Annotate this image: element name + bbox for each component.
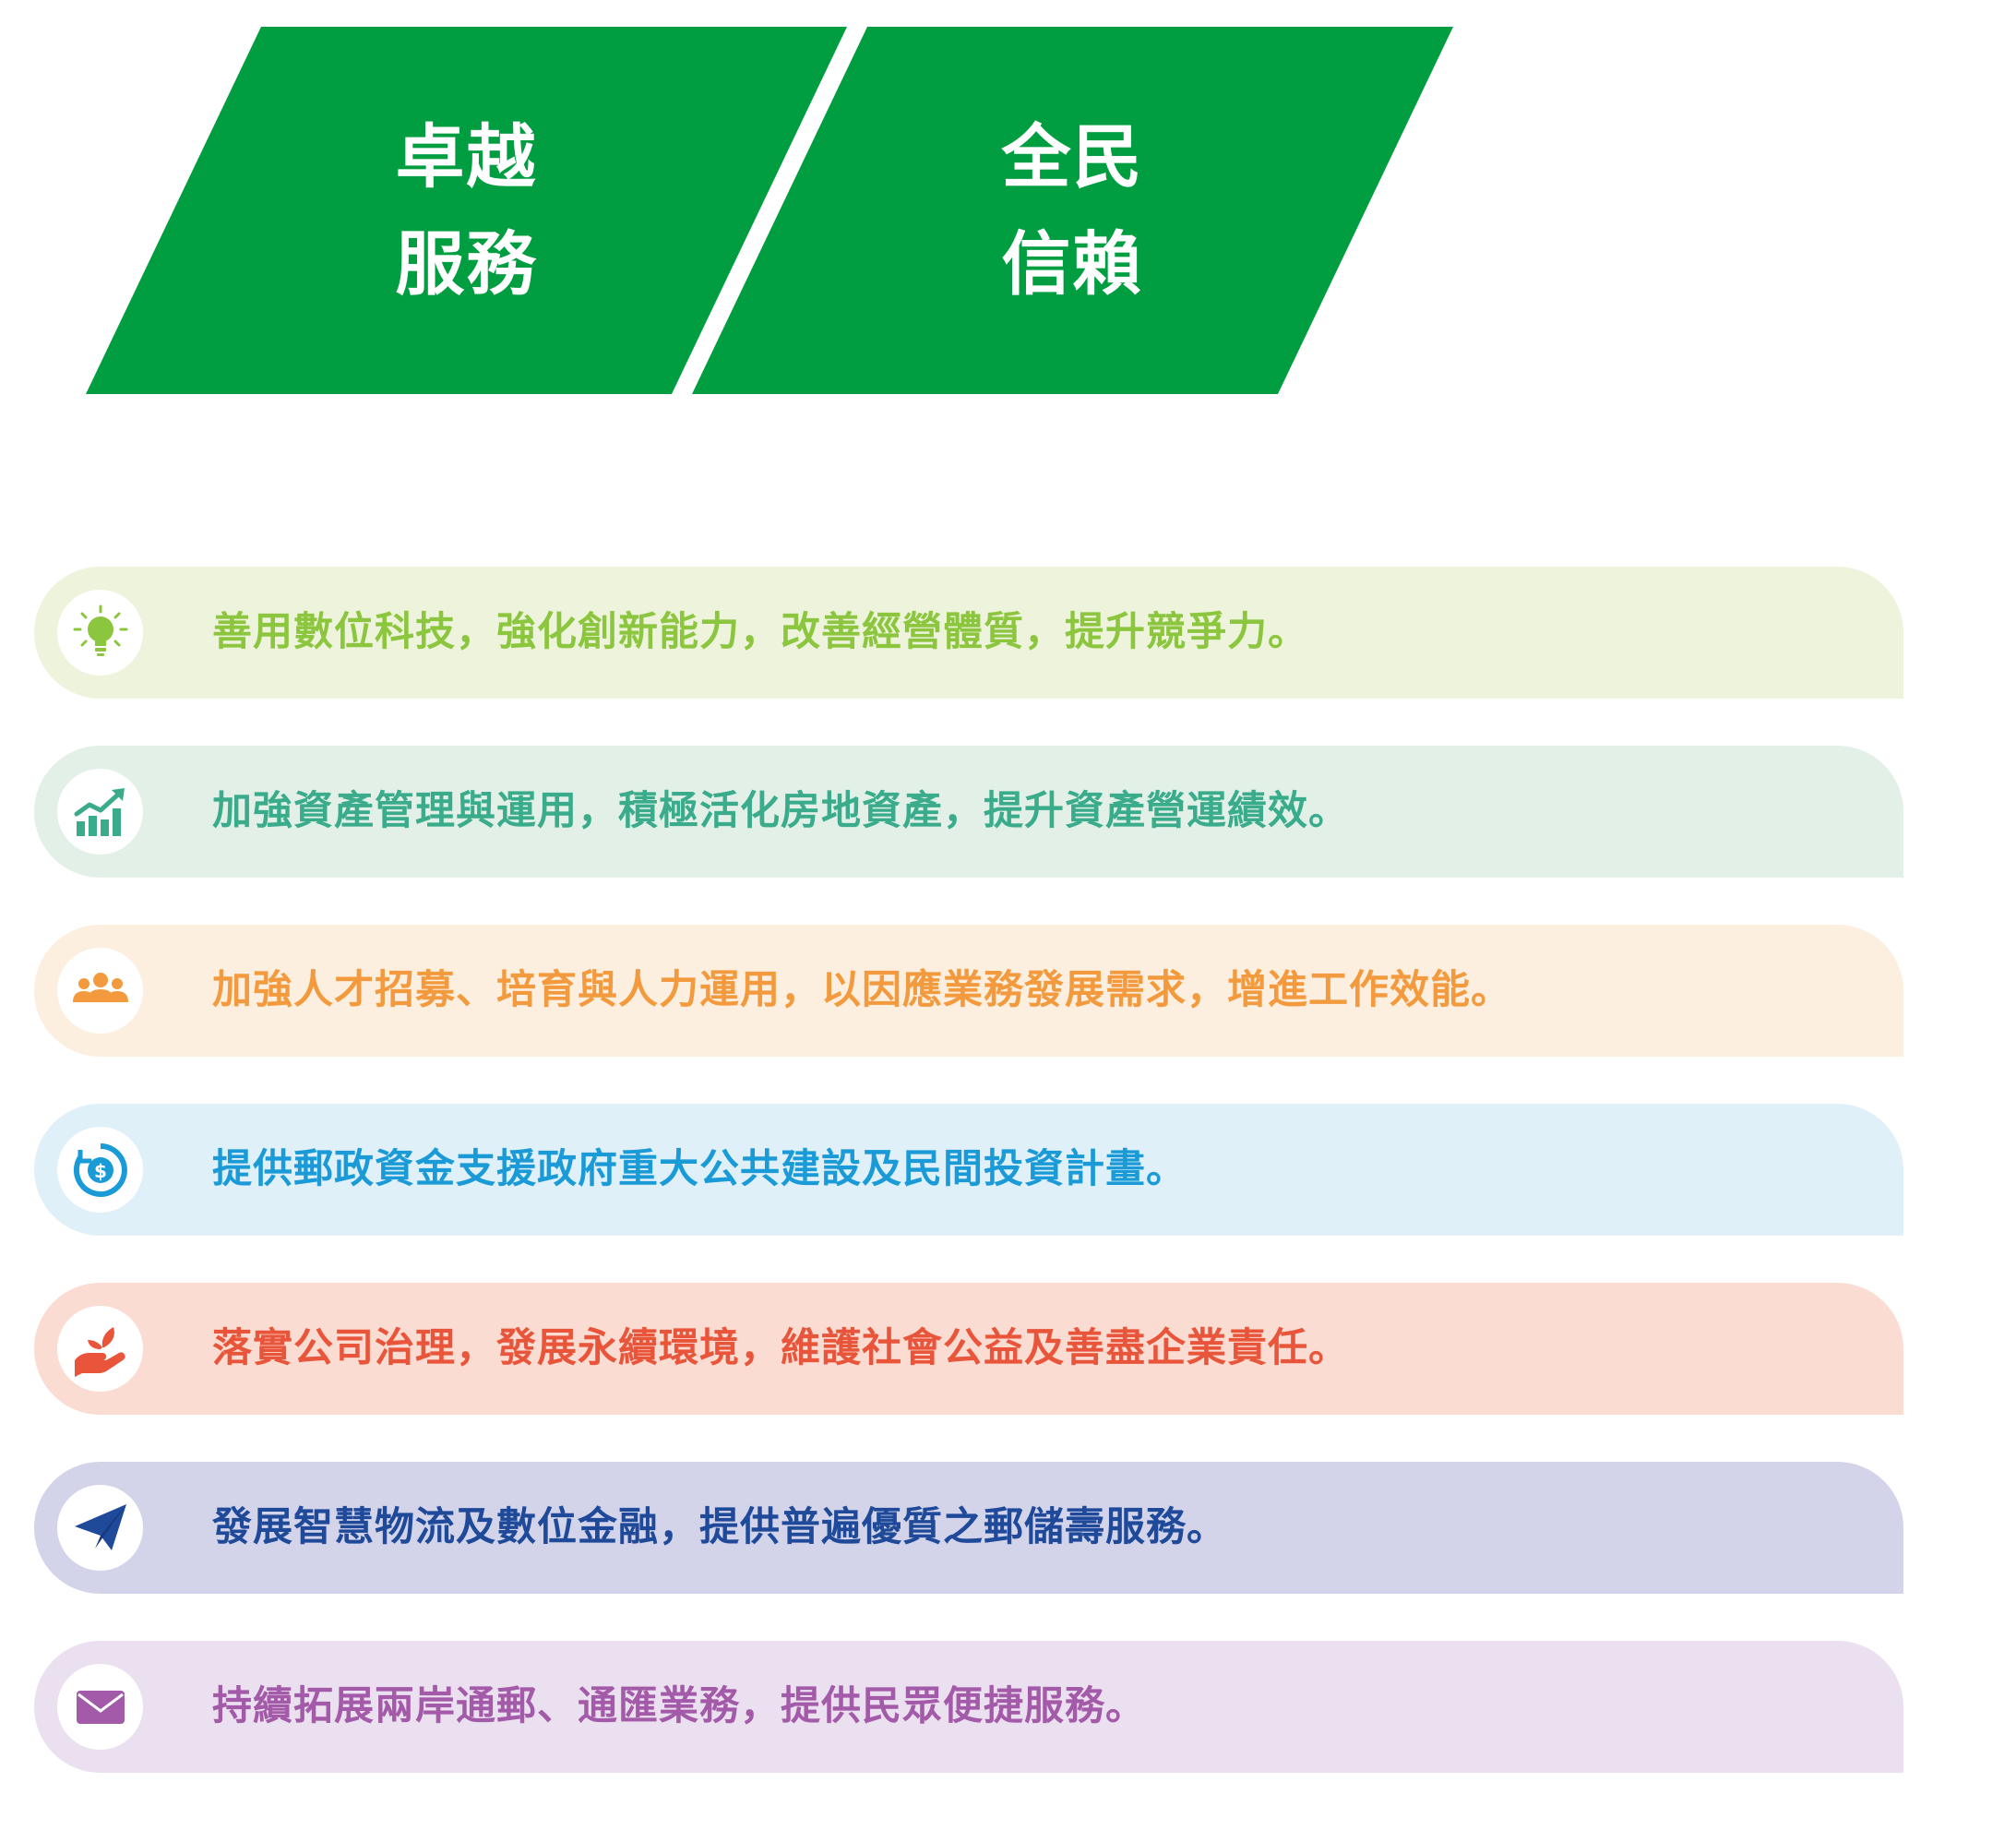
mission-text: 持續拓展兩岸通郵、通匯業務，提供民眾便捷服務。 [212,1683,1146,1729]
mission-text: 落實公司治理，發展永續環境，維護社會公益及善盡企業責任。 [212,1325,1349,1371]
mission-row-logistics: 發展智慧物流及數位金融，提供普遍優質之郵儲壽服務。 [34,1462,1903,1594]
banner-1-line-1: 卓越 [395,116,538,197]
mission-row-talent: 加強人才招募、培育與人力運用，以因應業務發展需求，增進工作效能。 [34,925,1903,1057]
people-group-icon [72,972,128,1002]
growth-chart-icon [74,787,125,836]
dollar-cycle-icon: $ [73,1142,127,1197]
paper-plane-icon [74,1503,126,1550]
banner-1-line-2: 服務 [395,223,538,305]
mission-text: 提供郵政資金支援政府重大公共建設及民間投資計畫。 [212,1146,1187,1192]
mission-text: 加強資產管理與運用，積極活化房地資產，提升資產營運績效。 [212,788,1349,834]
banner-2-line-1: 全民 [1001,116,1144,197]
mission-row-digital: 善用數位科技，強化創新能力，改善經營體質，提升競爭力。 [34,567,1903,699]
mission-text: 發展智慧物流及數位金融，提供普遍優質之郵儲壽服務。 [212,1504,1227,1550]
mission-row-funding: $ 提供郵政資金支援政府重大公共建設及民間投資計畫。 [34,1104,1903,1236]
lightbulb-icon [73,604,127,656]
hand-leaf-icon [74,1326,125,1377]
mission-row-assets: 加強資產管理與運用，積極活化房地資產，提升資產營運績效。 [34,746,1903,878]
banner-shape-2 [692,27,1453,394]
banner-public-trust: 全民 信賴 [692,27,1453,394]
mission-text: 加強人才招募、培育與人力運用，以因應業務發展需求，增進工作效能。 [212,967,1511,1013]
mission-list: 善用數位科技，強化創新能力，改善經營體質，提升競爭力。 加強資產管理與運用，積極… [34,567,1903,1820]
banner-excellent-service: 卓越 服務 [86,27,847,394]
envelope-icon [76,1690,125,1724]
mission-row-governance: 落實公司治理，發展永續環境，維護社會公益及善盡企業責任。 [34,1283,1903,1415]
svg-text:$: $ [94,1160,107,1182]
mission-text: 善用數位科技，強化創新能力，改善經營體質，提升競爭力。 [212,609,1308,655]
banner-shape-1 [86,27,847,394]
banner-2-line-2: 信賴 [1001,223,1144,305]
mission-row-cross-strait: 持續拓展兩岸通郵、通匯業務，提供民眾便捷服務。 [34,1641,1903,1773]
